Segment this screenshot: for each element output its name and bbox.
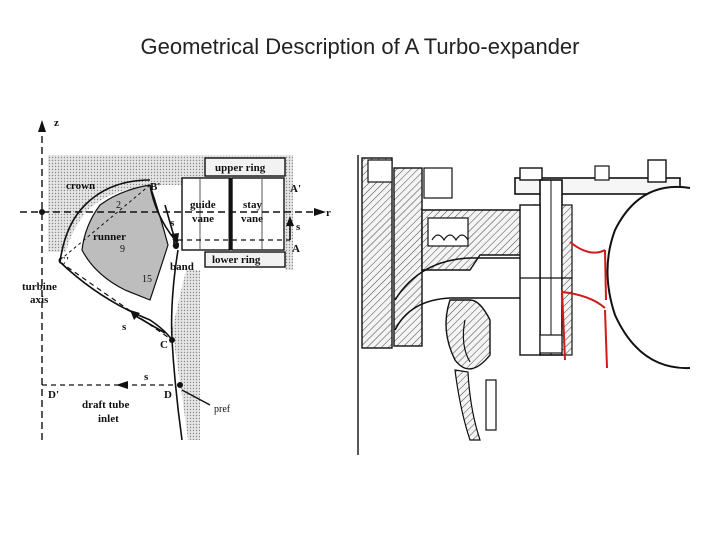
r-arrowhead xyxy=(314,208,326,216)
flow-passage-outer xyxy=(394,257,520,301)
guide-vane-box xyxy=(181,177,231,251)
lower-tail-box xyxy=(485,379,497,431)
streamline-c xyxy=(59,261,173,341)
label-point-a-prime: A' xyxy=(290,183,301,195)
lower-ring-box xyxy=(204,251,286,268)
top-bolt-right xyxy=(647,159,667,183)
label-z: z xyxy=(54,117,59,129)
label-num-2: 2 xyxy=(116,200,121,211)
runner-diag xyxy=(59,184,151,261)
flange-right-hatch xyxy=(561,204,573,356)
pref-pointer xyxy=(181,389,211,406)
crown-outline xyxy=(59,261,173,341)
arrow-s-band-head xyxy=(171,233,179,246)
red-line-left xyxy=(561,289,566,361)
casing-band-zone xyxy=(172,270,200,440)
slide-title: Geometrical Description of A Turbo-expan… xyxy=(140,34,580,59)
label-upper-ring: upper ring xyxy=(215,162,266,174)
label-stay-2: vane xyxy=(241,213,263,225)
lower-bolt xyxy=(539,334,563,354)
red-throat-curve-top xyxy=(569,241,606,254)
crown-curve xyxy=(59,179,151,263)
label-s-a: s xyxy=(296,221,301,233)
label-pref: pref xyxy=(214,404,231,415)
label-band: band xyxy=(170,261,194,273)
label-num-15: 15 xyxy=(142,274,152,285)
pipe-circle xyxy=(606,185,691,370)
label-point-a: A xyxy=(292,243,300,255)
flow-passage-inner xyxy=(394,297,520,331)
label-point-b-prime: B' xyxy=(150,181,160,193)
casing-crown-zone xyxy=(48,185,150,252)
red-line-upper xyxy=(604,249,607,301)
label-axis: axis xyxy=(30,294,49,306)
arrow-s-d xyxy=(116,381,128,389)
red-line-right xyxy=(604,309,608,369)
label-guide-2: vane xyxy=(192,213,214,225)
label-s-c: s xyxy=(122,321,127,333)
top-bolt-left xyxy=(519,167,543,181)
label-draft-tube: draft tube xyxy=(82,399,129,411)
point-d-dot xyxy=(177,382,183,388)
flange-right xyxy=(519,204,541,356)
label-point-c: C xyxy=(160,339,168,351)
left-housing xyxy=(361,157,393,349)
label-point-d: D xyxy=(164,389,172,401)
label-guide-1: guide xyxy=(190,199,216,211)
label-r: r xyxy=(326,207,331,219)
label-lower-ring: lower ring xyxy=(212,254,261,266)
label-stay-1: stay xyxy=(243,199,262,211)
label-s-band: s xyxy=(170,217,175,229)
lower-scroll xyxy=(445,299,491,370)
lower-tail xyxy=(454,369,481,441)
housing-top-box xyxy=(423,167,453,199)
label-point-c-prime: C' xyxy=(58,255,69,267)
small-coils xyxy=(431,234,469,242)
runner-channel xyxy=(149,184,176,241)
label-point-b: B xyxy=(172,237,180,249)
upper-ring-box xyxy=(204,157,286,177)
label-inlet: inlet xyxy=(98,413,119,425)
point-b-dot xyxy=(173,243,179,249)
label-num-9: 9 xyxy=(120,244,125,255)
lower-scroll-inner xyxy=(462,319,471,363)
runner-blade xyxy=(81,184,169,301)
arrow-s-a-head xyxy=(286,216,294,226)
red-throat-curve-bottom xyxy=(561,291,606,309)
origin-dot xyxy=(39,209,45,215)
label-point-d-prime: D' xyxy=(48,389,59,401)
arrow-s-c-line xyxy=(133,314,166,334)
top-bolt-mid xyxy=(594,165,610,181)
inner-ring-block xyxy=(427,217,469,247)
left-housing-cap xyxy=(367,159,393,183)
label-runner: runner xyxy=(93,231,126,243)
label-crown: crown xyxy=(66,180,95,192)
label-turbine: turbine xyxy=(22,281,57,293)
label-s-d: s xyxy=(144,371,149,383)
z-arrowhead xyxy=(38,120,46,132)
stay-vane-box xyxy=(231,177,285,251)
housing-column xyxy=(393,167,423,347)
point-c-dot xyxy=(169,337,175,343)
